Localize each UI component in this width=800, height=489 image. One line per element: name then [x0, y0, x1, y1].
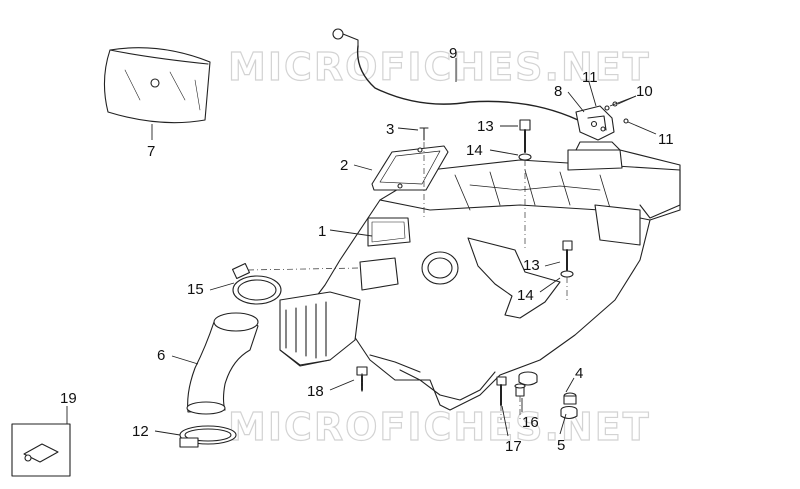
callout-10: 10	[636, 83, 653, 100]
svg-text:MICROFICHES.NET: MICROFICHES.NET	[228, 405, 651, 449]
callout-15: 15	[187, 281, 204, 298]
callout-4: 4	[575, 365, 583, 382]
watermark-bottom: MICROFICHES.NET	[227, 404, 651, 449]
part-1-ribbed-duct	[279, 291, 361, 367]
part-14-washer-lower	[560, 270, 574, 278]
part-17-screw	[496, 376, 507, 406]
callout-14-lower: 14	[517, 287, 534, 304]
part-5-bushing	[560, 405, 578, 420]
callout-12: 12	[132, 423, 149, 440]
callout-8: 8	[554, 83, 562, 100]
part-13-bolt-lower	[562, 240, 573, 271]
callout-18: 18	[307, 383, 324, 400]
part-1-underseat-compartment	[309, 141, 681, 411]
callout-16: 16	[522, 414, 539, 431]
part-16-spacer	[514, 383, 526, 397]
callout-3: 3	[386, 121, 394, 138]
callout-6: 6	[157, 347, 165, 364]
callout-1: 1	[318, 223, 326, 240]
part-19-kit-box	[11, 423, 71, 477]
callout-5: 5	[557, 437, 565, 454]
part-2-lid	[371, 145, 449, 191]
callout-19: 19	[60, 390, 77, 407]
part-6-intake-sleeve	[186, 312, 259, 415]
callouts: 1 2 3 4 5 6 7 8 9 10 11 11 12 13 13 14 1…	[60, 45, 674, 455]
callout-13-upper: 13	[477, 118, 494, 135]
callout-13-lower: 13	[523, 257, 540, 274]
callout-7: 7	[147, 143, 155, 160]
leader-lines	[66, 58, 657, 437]
part-8-lock-latch	[575, 105, 615, 141]
svg-text:MICROFICHES.NET: MICROFICHES.NET	[228, 45, 651, 89]
part-14-washer-upper	[518, 153, 532, 161]
callout-11-top: 11	[582, 69, 598, 86]
part-7-cover	[103, 47, 211, 124]
watermark-top: MICROFICHES.NET	[227, 44, 651, 89]
part-9-cable	[332, 28, 579, 121]
callout-14-upper: 14	[466, 142, 483, 159]
callout-9: 9	[449, 45, 457, 62]
part-4-rubber-mount	[518, 371, 577, 405]
callout-17: 17	[505, 438, 522, 455]
part-3-screw	[419, 127, 429, 141]
callout-2: 2	[340, 157, 348, 174]
assembly-lines	[247, 142, 568, 420]
callout-11-right: 11	[658, 131, 674, 148]
part-15-hose-clamp	[231, 262, 282, 305]
part-13-bolt-upper	[519, 119, 531, 153]
